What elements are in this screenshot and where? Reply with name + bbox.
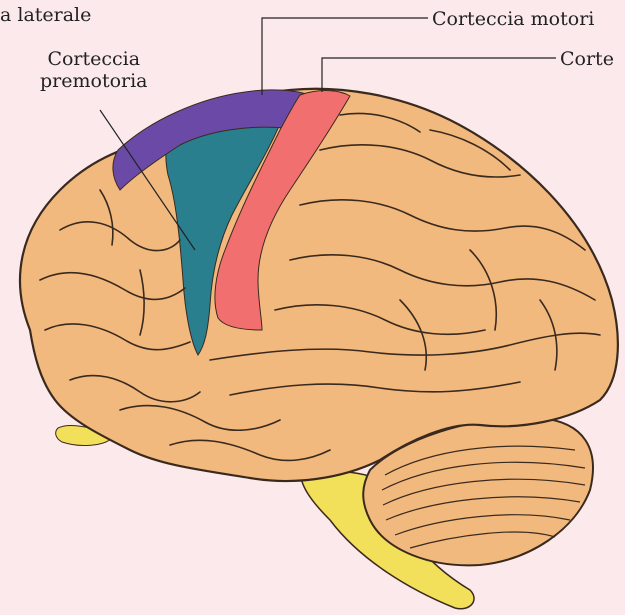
leader-motor [262,18,428,95]
motor-cortex-label: Corteccia motori [432,8,594,30]
premotor-label-line1: Corteccia [40,48,148,70]
somatosensory-cortex-label: Corte [560,48,614,70]
leader-somato [322,58,556,92]
cerebrum [20,89,618,481]
view-label: a laterale [0,4,91,26]
premotor-cortex-label: Corteccia premotoria [40,48,148,92]
premotor-label-line2: premotoria [40,70,148,92]
